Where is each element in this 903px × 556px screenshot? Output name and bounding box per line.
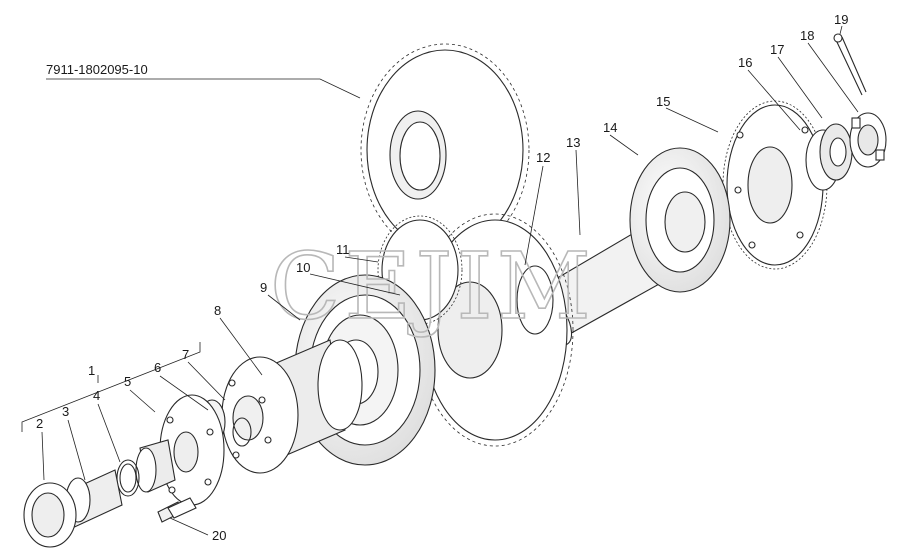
group-bracket [21,342,201,432]
part-number-label: 7911-1802095-10 [46,62,148,77]
o-ring [116,459,140,497]
right-bearing [629,147,731,293]
splined-stub [135,439,176,493]
callout-1: 1 [88,363,95,378]
castle-nut [849,112,887,168]
watermark: CEJIM [270,233,595,340]
callout-12: 12 [536,150,550,165]
callout-10: 10 [296,260,310,275]
callout-17: 17 [770,42,784,57]
washers [805,123,853,191]
callout-15: 15 [656,94,670,109]
callout-18: 18 [800,28,814,43]
needle-bushing [23,482,77,548]
callout-13: 13 [566,135,580,150]
callout-2: 2 [36,416,43,431]
callout-20: 20 [212,528,226,543]
callout-9: 9 [260,280,267,295]
bolt [157,497,197,523]
callout-11: 11 [336,242,350,257]
splined-hub [221,339,363,474]
toothed-flange [722,100,828,270]
callout-19: 19 [834,12,848,27]
callouts: 1 2 3 4 5 6 7 8 9 10 11 12 13 14 15 16 1… [36,12,848,543]
callout-3: 3 [62,404,69,419]
leader-lines [41,25,859,536]
flange [159,394,226,506]
callout-6: 6 [154,360,161,375]
callout-16: 16 [738,55,752,70]
upper-gear [360,43,530,257]
cotter-pin [833,33,867,96]
callout-5: 5 [124,374,131,389]
callout-4: 4 [93,388,100,403]
callout-14: 14 [603,120,617,135]
callout-8: 8 [214,303,221,318]
callout-7: 7 [182,347,189,362]
snap-ring [232,417,252,447]
part-number-leader [46,78,361,99]
